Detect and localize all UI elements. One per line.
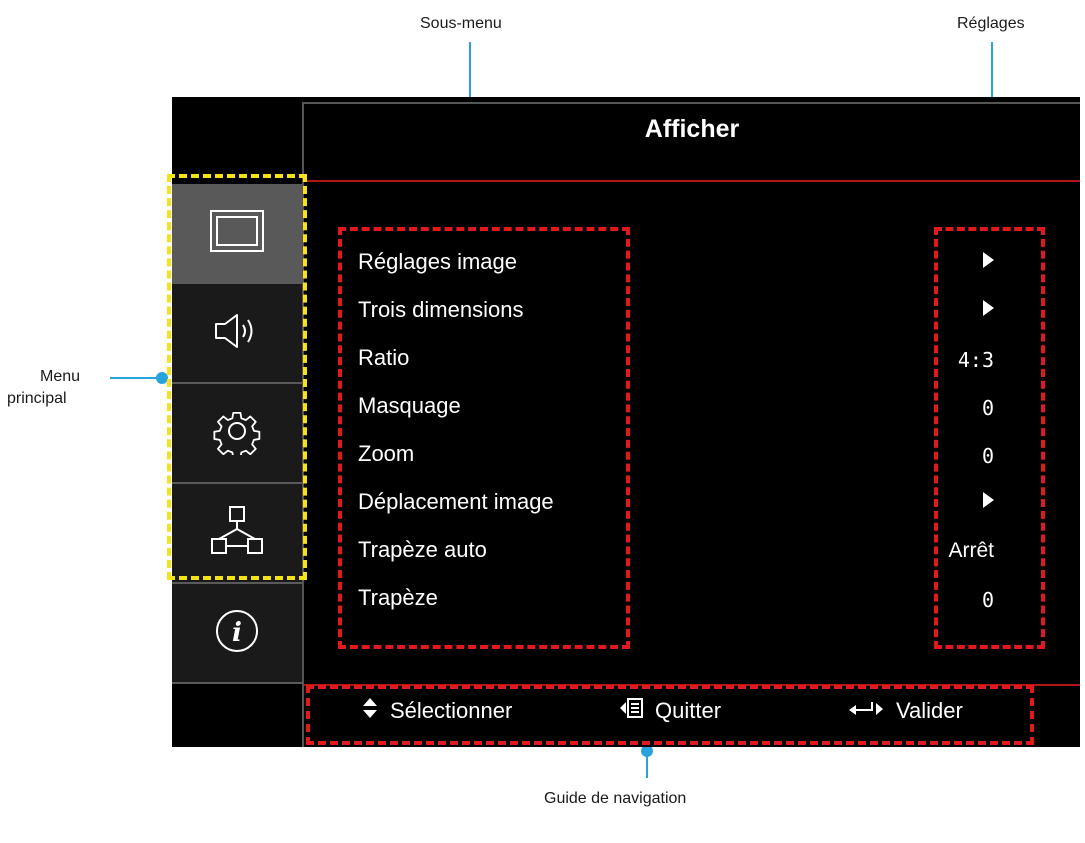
info-icon: i bbox=[214, 608, 260, 659]
submenu-highlight bbox=[338, 227, 630, 649]
main-menu-callout-line bbox=[110, 377, 160, 379]
nav-enter: Valider bbox=[848, 697, 963, 725]
tab-display[interactable] bbox=[172, 184, 302, 282]
menu-item-label[interactable]: Réglages image bbox=[358, 249, 517, 274]
settings-highlight bbox=[934, 227, 1045, 649]
setup-gear-icon bbox=[213, 407, 261, 460]
main-menu-highlight bbox=[167, 174, 307, 580]
submenu-arrow-icon bbox=[983, 252, 994, 268]
submenu-arrow-icon bbox=[983, 300, 994, 316]
tab-separator bbox=[172, 482, 302, 484]
title-divider bbox=[304, 180, 1080, 182]
menu-item-label[interactable]: Masquage bbox=[358, 393, 461, 418]
nav-guide-highlight bbox=[306, 685, 1034, 745]
settings-callout-label: Réglages bbox=[957, 15, 1025, 32]
tab-separator bbox=[172, 282, 302, 284]
main-menu-callout-dot bbox=[156, 372, 168, 384]
select-label: Sélectionner bbox=[390, 698, 513, 723]
svg-text:i: i bbox=[232, 618, 242, 648]
exit-label: Quitter bbox=[655, 698, 722, 723]
up-down-arrows-icon bbox=[362, 697, 378, 725]
enter-label: Valider bbox=[896, 698, 963, 723]
display-icon bbox=[209, 209, 265, 258]
menu-item-label[interactable]: Zoom bbox=[358, 441, 415, 466]
tab-setup[interactable] bbox=[172, 384, 302, 482]
menu-back-icon bbox=[619, 697, 643, 725]
enter-icon bbox=[848, 697, 884, 725]
nav-guide-callout-label: Guide de navigation bbox=[544, 790, 687, 807]
menu-item-label[interactable]: Trois dimensions bbox=[358, 297, 524, 322]
menu-item-value: 0 bbox=[981, 588, 994, 612]
menu-item-label[interactable]: Ratio bbox=[358, 345, 410, 370]
network-icon bbox=[209, 505, 265, 562]
main-menu-callout-label-line1: Menu bbox=[40, 368, 81, 385]
tab-separator bbox=[172, 382, 302, 384]
nav-select: Sélectionner bbox=[362, 697, 512, 725]
tab-info[interactable]: i bbox=[172, 584, 302, 682]
menu-item-label[interactable]: Trapèze auto bbox=[358, 537, 487, 562]
menu-item-value: Arrêt bbox=[948, 539, 994, 562]
menu-item-label[interactable]: Trapèze bbox=[358, 585, 438, 610]
nav-exit: Quitter bbox=[619, 697, 721, 725]
menu-item-value: 0 bbox=[981, 444, 994, 468]
submenu-arrow-icon bbox=[983, 492, 994, 508]
main-menu-callout-label-line2: principal bbox=[7, 390, 67, 407]
osd-divider-top bbox=[302, 102, 1080, 104]
nav-guide-callout-line bbox=[646, 752, 648, 778]
tab-separator bbox=[172, 682, 302, 684]
nav-guide-callout-dot bbox=[641, 745, 653, 757]
tab-audio[interactable] bbox=[172, 284, 302, 382]
tab-separator bbox=[172, 582, 302, 584]
page-title: Afficher bbox=[644, 115, 740, 143]
menu-item-label[interactable]: Déplacement image bbox=[358, 489, 554, 514]
menu-item-value: 4:3 bbox=[957, 348, 994, 372]
audio-icon bbox=[212, 309, 262, 358]
submenu-callout-label: Sous-menu bbox=[420, 15, 502, 32]
menu-item-value: 0 bbox=[981, 396, 994, 420]
tab-network[interactable] bbox=[172, 484, 302, 582]
